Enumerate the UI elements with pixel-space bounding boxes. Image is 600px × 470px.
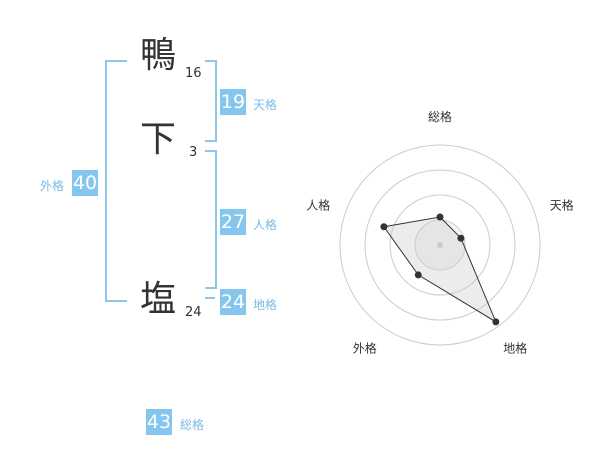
soukaku-score: 43 xyxy=(146,409,172,435)
radar-polygon xyxy=(383,216,497,324)
radar-point-4 xyxy=(414,271,422,279)
gaikaku-bracket xyxy=(105,60,127,302)
chikaku-score: 24 xyxy=(220,289,246,315)
gaikaku-score: 40 xyxy=(72,170,98,196)
radar-ring xyxy=(364,169,516,321)
chikaku-connector xyxy=(205,297,215,299)
radar-point-5 xyxy=(380,223,388,231)
jinkaku-label: 人格 xyxy=(253,218,278,232)
name-char-2: 下 xyxy=(140,119,177,160)
radar-axis-label-5: 人格 xyxy=(306,197,330,212)
radar-axis-label-2: 天格 xyxy=(550,197,574,212)
radar-axis-label-1: 総格 xyxy=(428,110,452,124)
name-char-1-strokes: 16 xyxy=(185,66,202,81)
name-char-2-strokes: 3 xyxy=(189,145,198,160)
radar-ring xyxy=(339,144,541,346)
jinkaku-score: 27 xyxy=(220,209,246,235)
radar-axis-label-4: 外格 xyxy=(353,341,377,356)
chikaku-label: 地格 xyxy=(253,298,278,312)
radar-axis-label-3: 地格 xyxy=(503,341,527,356)
name-char-1: 鴨 xyxy=(140,35,177,76)
name-char-3: 塩 xyxy=(140,279,177,320)
radar-point-3 xyxy=(492,318,500,326)
radar-ring xyxy=(389,194,491,296)
tenkaku-bracket xyxy=(205,60,217,142)
jinkaku-bracket xyxy=(205,150,217,289)
tenkaku-score: 19 xyxy=(220,89,246,115)
radar-point-1 xyxy=(436,213,444,221)
gaikaku-label: 外格 xyxy=(40,179,65,193)
radar-point-2 xyxy=(457,234,465,242)
name-char-3-strokes: 24 xyxy=(185,305,202,320)
radar-center xyxy=(437,242,443,248)
soukaku-label: 総格 xyxy=(180,418,205,432)
tenkaku-label: 天格 xyxy=(253,98,278,112)
